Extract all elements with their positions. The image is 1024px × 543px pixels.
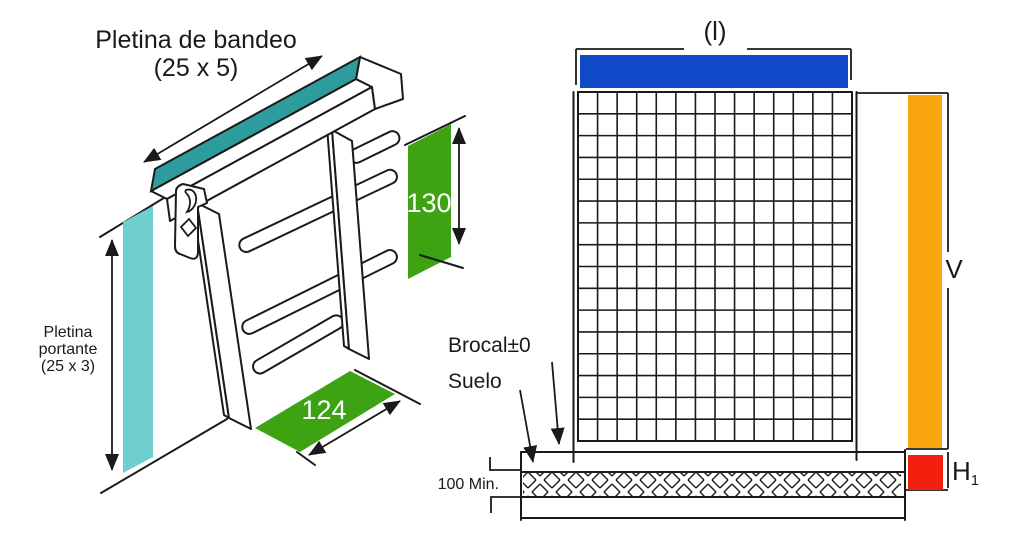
bandeo-label-line2: (25 x 5)	[154, 54, 239, 82]
wall-line	[99, 192, 173, 238]
rung-top	[348, 130, 401, 164]
ground-line	[100, 418, 228, 494]
sill-assembly: 100 Min.	[438, 449, 906, 521]
mesh-grid	[572, 91, 858, 463]
suelo-label: Suelo	[448, 370, 502, 393]
bracket-square-hole	[179, 217, 198, 238]
h1-square	[908, 455, 943, 490]
rung-upper	[238, 168, 398, 253]
portante-label-line2: portante	[39, 341, 98, 358]
portante-label-line3: (25 x 3)	[41, 358, 95, 375]
dim-130-panel	[408, 124, 451, 279]
bandeo-label-line1: Pletina de bandeo	[95, 26, 297, 54]
bracket-crescent-cutout	[184, 188, 198, 214]
dim-124: 124	[255, 369, 421, 466]
mortar-bed-hatch	[523, 473, 901, 496]
length-label: (l)	[703, 16, 726, 46]
top-frame-bar	[580, 55, 848, 88]
dim-130: 130	[404, 115, 466, 279]
h1-label: H1	[952, 456, 979, 489]
level-labels: Brocal±0 Suelo	[448, 334, 565, 463]
suelo-leader	[519, 389, 538, 463]
v-label: V	[945, 254, 963, 284]
dim-124-arrow	[308, 400, 401, 456]
bandeo-arrow	[143, 55, 323, 163]
brocal-label: Brocal±0	[448, 334, 531, 357]
length-dimension: (l)	[575, 16, 852, 85]
front-view: (l) V H1	[438, 16, 979, 521]
min-label: 100 Min.	[438, 476, 499, 493]
dim-124-value: 124	[301, 395, 346, 425]
portante-strip	[123, 206, 153, 473]
brocal-leader	[550, 361, 565, 445]
v-dimension: V	[856, 92, 963, 491]
grid-lines	[578, 92, 852, 441]
left-post	[191, 199, 252, 430]
dim-130-value: 130	[406, 188, 451, 218]
portante-label-line1: Pletina	[44, 324, 93, 341]
iso-view: Pletina portante (25 x 3)	[39, 26, 466, 494]
v-bar	[908, 95, 942, 448]
